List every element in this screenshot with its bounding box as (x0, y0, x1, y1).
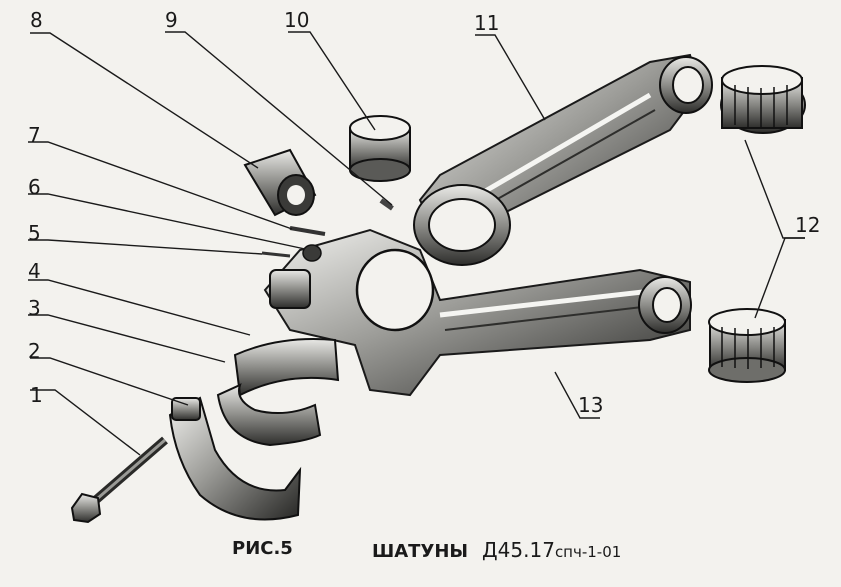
part-9-pin (379, 198, 394, 211)
figure-number: РИС.5 (232, 538, 293, 559)
callout-3: 3 (28, 296, 41, 320)
part-8-bushing (243, 148, 317, 217)
callout-10: 10 (284, 8, 309, 32)
part-2-rod-cap (168, 396, 302, 521)
part-11-connecting-rod (413, 53, 713, 266)
part-4-bearing-shell (233, 338, 340, 397)
part-5-rod (261, 251, 291, 258)
callout-6: 6 (28, 175, 41, 199)
part-3-bearing-shell (216, 383, 322, 447)
callout-4: 4 (28, 259, 41, 283)
figure-title: ШАТУНЫ Д45.17спч-1-01 (372, 538, 621, 562)
callout-2: 2 (28, 339, 41, 363)
part-1-bolt (70, 436, 168, 524)
part-13-connecting-rod (263, 228, 692, 397)
title-text: ШАТУНЫ (372, 541, 469, 562)
leader-lines (28, 31, 805, 456)
model-number: Д45.17 (482, 538, 555, 562)
callout-9: 9 (165, 8, 178, 32)
callout-12: 12 (795, 213, 820, 237)
callout-1: 1 (30, 383, 43, 407)
part-12-needle-bearing-upper (720, 65, 806, 134)
callout-7: 7 (28, 123, 41, 147)
model-suffix: спч-1-01 (554, 543, 622, 561)
callout-8: 8 (30, 8, 43, 32)
part-6-nut (302, 244, 322, 262)
callout-13: 13 (578, 393, 603, 417)
part-12-needle-bearing-lower (708, 308, 786, 383)
callout-5: 5 (28, 221, 41, 245)
part-10-bushing (349, 115, 411, 182)
part-7-rod (289, 226, 326, 236)
callout-11: 11 (474, 11, 499, 35)
